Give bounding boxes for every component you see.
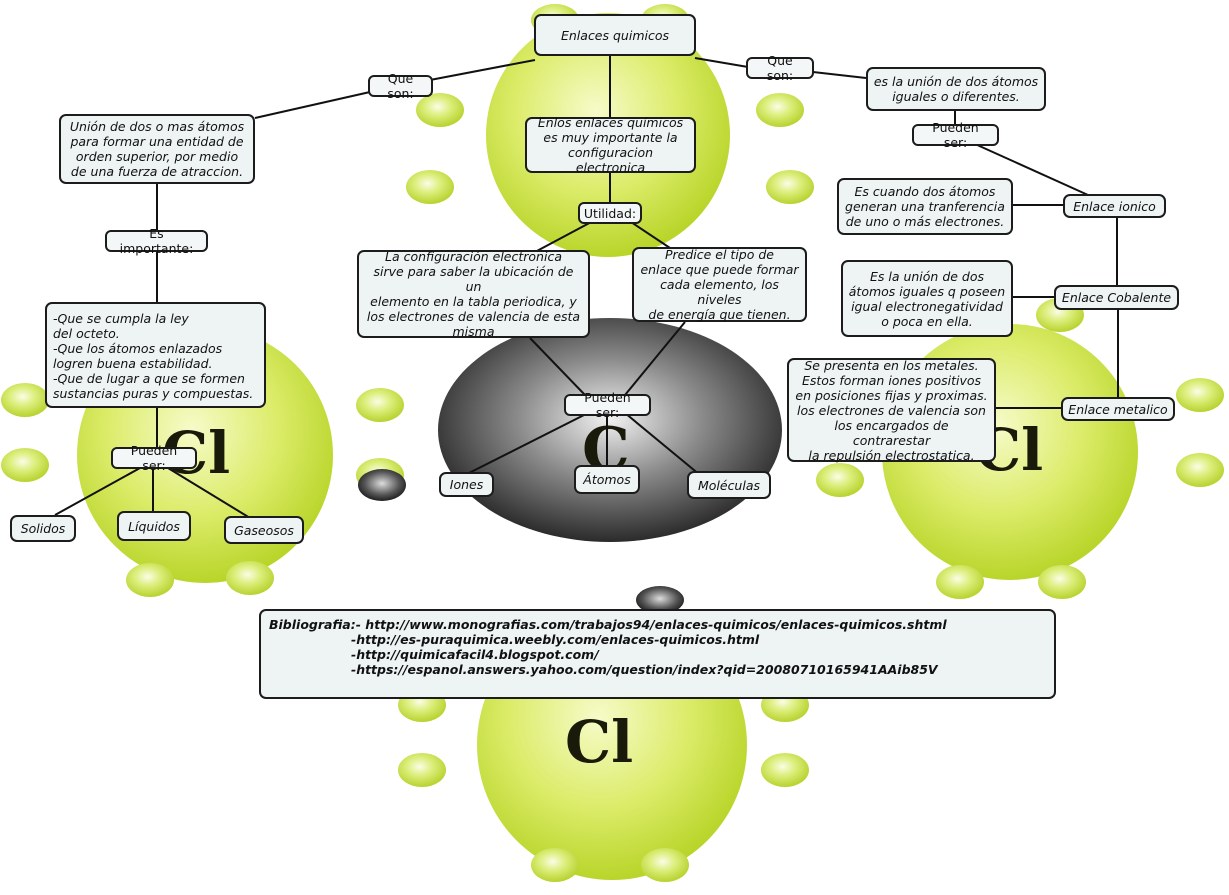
node-enlos-enlaces[interactable]: Enlos enlaces químicos es muy importante… [525,117,696,173]
node-gaseosos[interactable]: Gaseosos [224,516,304,544]
node-metalico-descripcion[interactable]: Se presenta en los metales. Estos forman… [787,358,996,462]
node-liquidos[interactable]: Líquidos [117,511,191,541]
node-cobalente-descripcion[interactable]: Es la unión de dos átomos iguales q pose… [841,260,1013,337]
link-que-son-right[interactable]: Que son: [746,57,814,79]
node-ionico-descripcion[interactable]: Es cuando dos átomos generan una tranfer… [837,178,1013,235]
bibliography-box: Bibliografia:- http://www.monografias.co… [259,609,1056,699]
node-iones[interactable]: Iones [439,472,494,497]
node-enlace-cobalente[interactable]: Enlace Cobalente [1054,285,1179,310]
bibliography-link-3[interactable]: -http://quimicafacil4.blogspot.com/ [269,647,1046,662]
node-union-definicion[interactable]: Unión de dos o mas átomos para formar un… [59,114,255,184]
node-enlace-ionico[interactable]: Enlace ionico [1063,194,1166,218]
bibliography-link-4[interactable]: -https://espanol.answers.yahoo.com/quest… [269,662,1046,677]
node-configuracion-descripcion[interactable]: La configuración electronica sirve para … [357,250,590,338]
bibliography-link-2[interactable]: -http://es-puraquimica.weebly.com/enlace… [269,632,1046,647]
node-solidos[interactable]: Solidos [10,515,76,542]
link-pueden-ser-center[interactable]: Pueden ser: [564,394,651,416]
bibliography-row-1: Bibliografia:- http://www.monografias.co… [269,617,1046,632]
bibliography-label: Bibliografia:- [269,617,361,632]
node-predice-descripcion[interactable]: Predice el tipo de enlace que puede form… [632,247,807,322]
atom-bottom-symbol: Cl [565,708,633,776]
link-es-importante[interactable]: Es importante: [105,230,208,252]
node-union-definicion-right[interactable]: es la unión de dos átomos iguales o dife… [866,67,1046,111]
node-atomos[interactable]: Átomos [574,465,640,494]
node-moleculas[interactable]: Moléculas [687,471,771,499]
link-que-son-left[interactable]: Que son: [368,75,433,97]
node-enlaces-quimicos[interactable]: Enlaces quimicos [534,14,696,56]
bibliography-link-1[interactable]: http://www.monografias.com/trabajos94/en… [361,617,947,632]
link-pueden-ser-left[interactable]: Pueden ser: [111,447,197,469]
link-pueden-ser-right[interactable]: Pueden ser: [912,124,999,146]
link-utilidad[interactable]: Utilidad: [578,202,642,224]
node-enlace-metalico[interactable]: Enlace metalico [1061,397,1175,421]
node-importante-descripcion[interactable]: -Que se cumpla la ley del octeto. -Que l… [45,302,266,408]
